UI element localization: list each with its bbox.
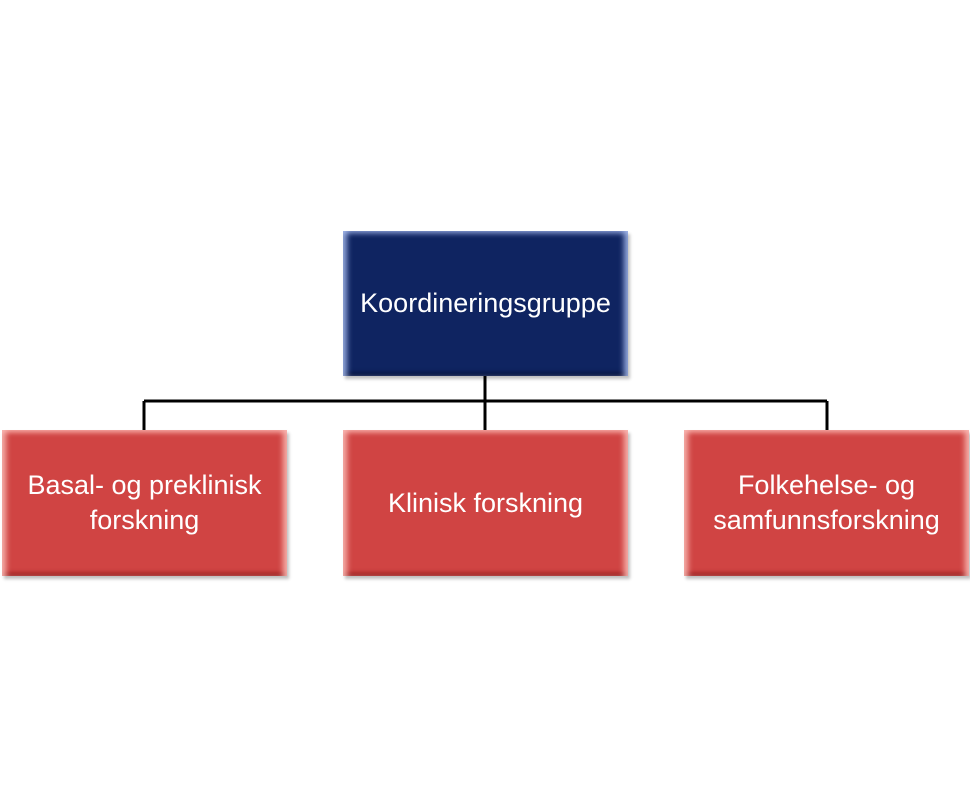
node-basal-preklinisk-forskning: Basal- og preklinisk forskning <box>2 430 287 576</box>
node-koordineringsgruppe: Koordineringsgruppe <box>343 231 628 376</box>
node-folkehelse-samfunnsforskning: Folkehelse- og samfunnsforskning <box>684 430 969 576</box>
node-klinisk-forskning-label: Klinisk forskning <box>387 487 584 518</box>
node-koordineringsgruppe-label: Koordineringsgruppe <box>360 288 611 318</box>
node-basal-preklinisk-forskning-label: Basal- og preklinisk forskning <box>27 470 262 535</box>
node-folkehelse-samfunnsforskning-label: Folkehelse- og samfunnsforskning <box>713 470 940 535</box>
node-klinisk-forskning: Klinisk forskning <box>343 430 628 576</box>
